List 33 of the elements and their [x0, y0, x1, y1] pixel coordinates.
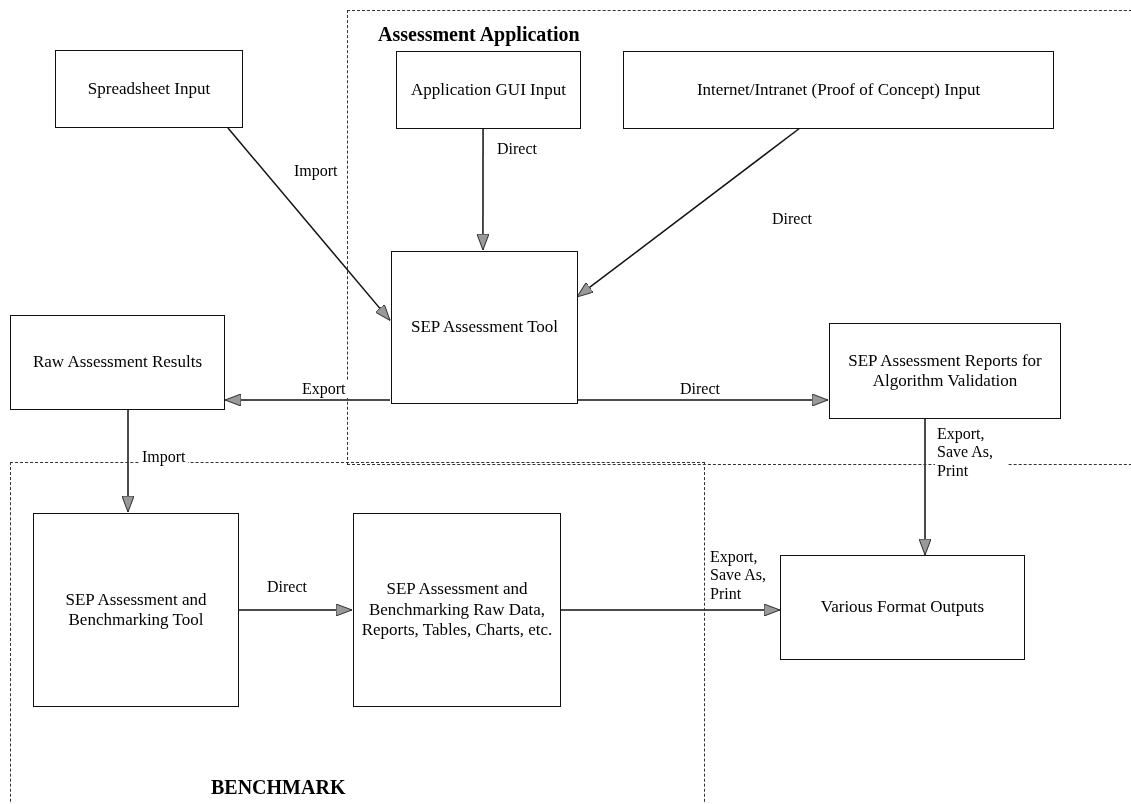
edge-label: Export [300, 380, 348, 399]
process-box [391, 251, 578, 404]
process-box [55, 50, 243, 128]
process-box [10, 315, 225, 410]
arrow [121, 409, 135, 513]
edge-label: Import [292, 162, 340, 181]
box-label: Raw Assessment Results [32, 352, 203, 373]
box-label: SEP Assessment and Benchmarking Raw Data, Reports, Tables, Charts, etc. [360, 579, 554, 641]
box-label: Internet/Intranet (Proof of Concept) Input [696, 79, 981, 101]
arrow [227, 127, 391, 322]
arrow [559, 603, 781, 617]
process-box [829, 323, 1061, 419]
process-box [780, 555, 1025, 660]
arrow [224, 393, 391, 407]
box-label: Application GUI Input [411, 79, 566, 101]
arrow [237, 603, 353, 617]
process-box [623, 51, 1054, 129]
process-box [353, 513, 561, 707]
box-label: Spreadsheet Input [87, 78, 211, 100]
box-label: SEP Assessment Tool [410, 317, 559, 338]
process-box [396, 51, 581, 129]
box-label: SEP Assessment and Benchmarking Tool [64, 589, 208, 631]
arrow [576, 393, 829, 407]
region-title: BENCHMARK [211, 776, 346, 799]
process-box [33, 513, 239, 707]
dashed-region [347, 10, 1131, 465]
box-label: SEP Assessment Reports for Algorithm Validation [847, 350, 1043, 392]
edge-label: Import [140, 448, 188, 467]
box-label: Various Format Outputs [820, 597, 985, 618]
arrow [576, 127, 801, 298]
arrow [918, 417, 932, 556]
arrow [476, 127, 490, 251]
region-title: Assessment Application [378, 23, 580, 46]
